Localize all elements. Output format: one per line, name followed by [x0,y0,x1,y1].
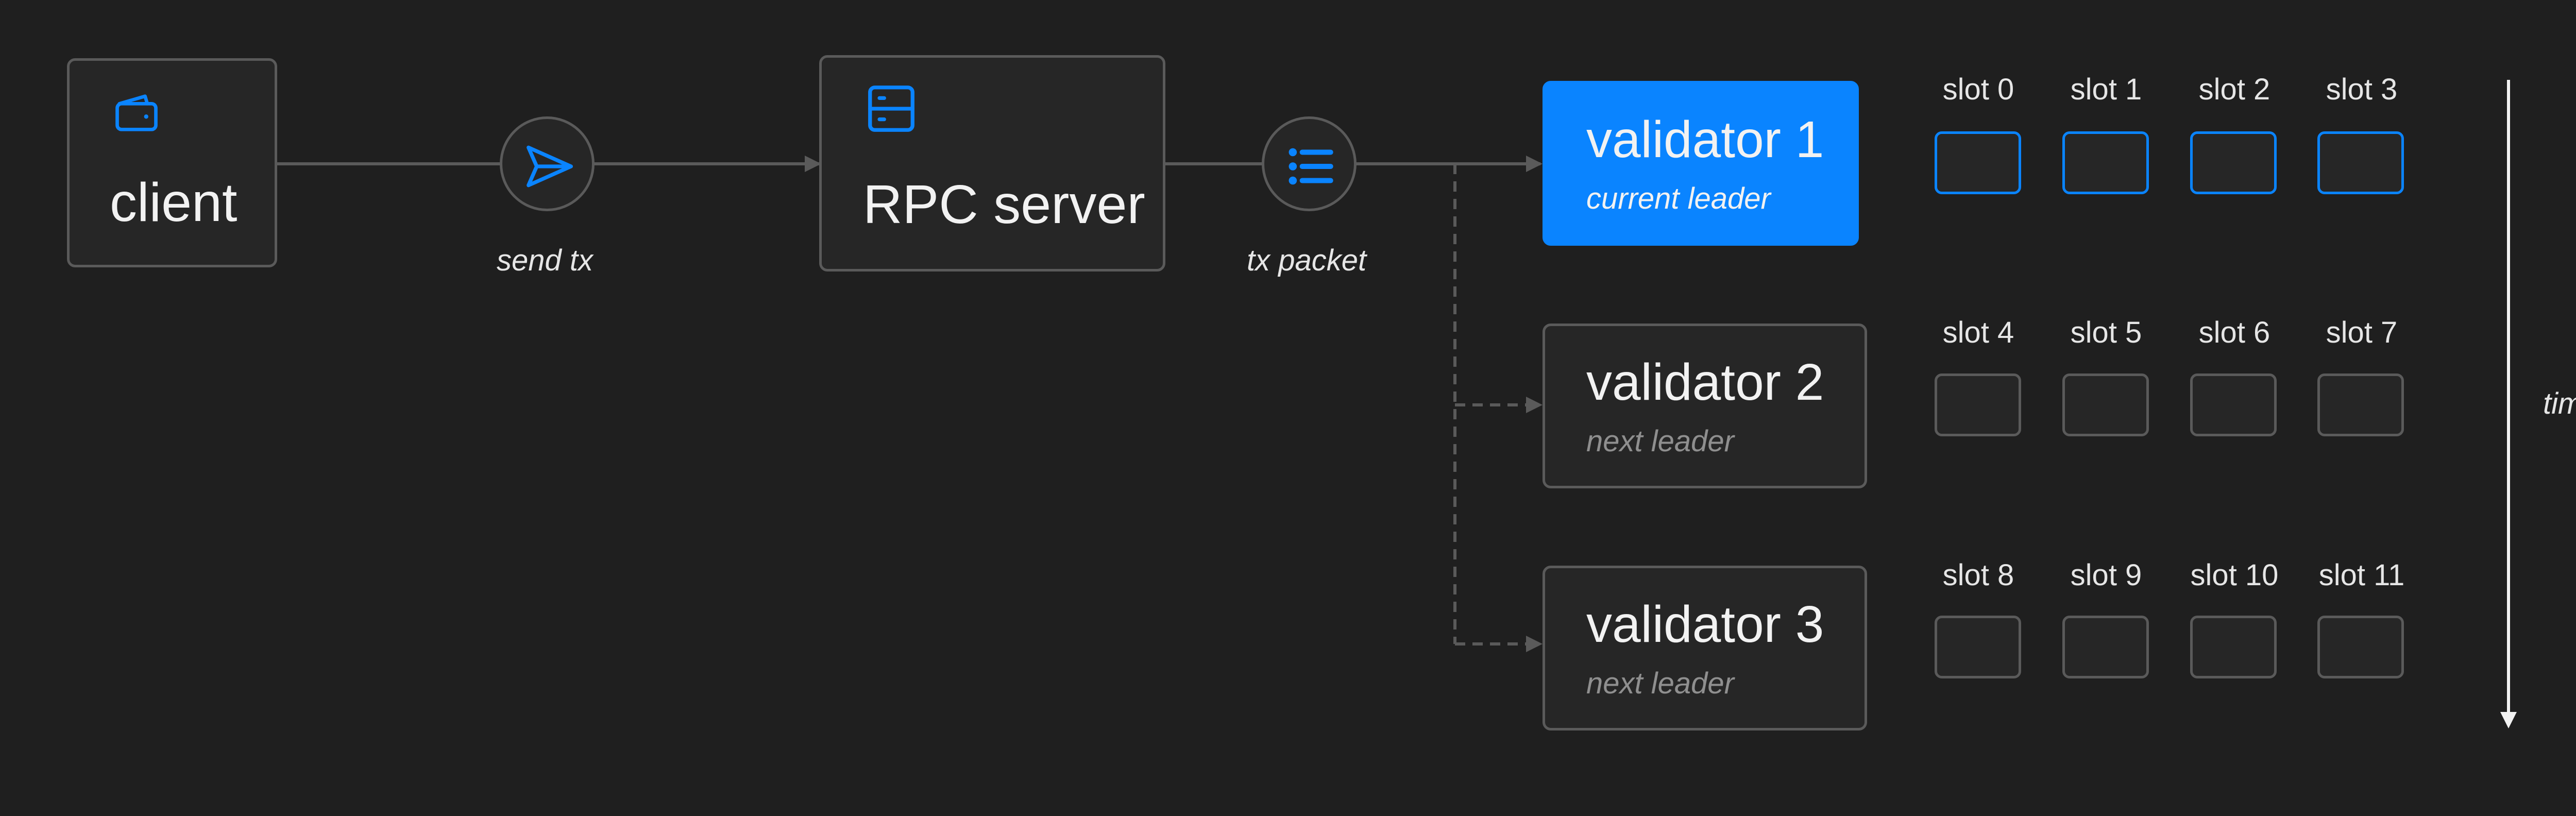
tx-packet-step [1262,116,1357,211]
tx-packet-caption: tx packet [1247,244,1367,277]
send-tx-caption: send tx [497,244,593,277]
validator-2-node: validator 2 next leader [1543,324,1867,488]
validator-2-title: validator 2 [1586,353,1824,411]
slot-box [2190,131,2277,194]
validator-1-title: validator 1 [1586,111,1824,168]
list-icon [1289,148,1333,185]
slot-box [2317,616,2404,678]
slot-box [2062,131,2149,194]
slot-label: slot 10 [2190,558,2279,592]
slot-box [2190,373,2277,436]
slot-box [1935,131,2021,194]
server-icon [863,80,920,140]
slot-label: slot 6 [2198,316,2270,349]
dashed-branch-validator3-arrowhead [1526,636,1543,652]
slot-label: slot 0 [1942,73,2014,106]
slot-box [2062,373,2149,436]
slot-box [2190,616,2277,678]
slot-label: slot 2 [2198,73,2270,106]
slot-label: slot 11 [2318,558,2405,592]
slot-box [2317,373,2404,436]
client-label: client [110,172,238,233]
slot-box [1935,616,2021,678]
send-icon [527,145,573,188]
slot-label: slot 1 [2070,73,2142,106]
wallet-icon [111,87,162,141]
slot-label: slot 4 [1942,316,2014,349]
rpc-server-label: RPC server [863,174,1145,235]
send-tx-step [500,116,595,211]
slot-label: slot 7 [2326,316,2398,349]
slot-box [2062,616,2149,678]
validator-1-node: validator 1 current leader [1543,81,1859,246]
validator-2-subtitle: next leader [1586,424,1734,458]
validator-3-title: validator 3 [1586,596,1824,653]
slot-label: slot 9 [2070,558,2142,592]
slot-label: slot 3 [2326,73,2398,106]
client-to-rpc-arrowhead [805,156,821,172]
dashed-branch-validator2-arrowhead [1526,397,1543,413]
rpc-server-node: RPC server [819,55,1165,271]
client-node: client [67,58,277,267]
slot-box [1935,373,2021,436]
rpc-to-validator1-arrowhead [1526,156,1543,172]
slot-label: slot 8 [1942,558,2014,592]
slot-box [2317,131,2404,194]
validator-1-subtitle: current leader [1586,182,1771,215]
time-label: time [2543,387,2576,420]
slot-label: slot 5 [2070,316,2142,349]
time-axis-arrowhead [2500,712,2517,728]
validator-3-node: validator 3 next leader [1543,566,1867,730]
validator-3-subtitle: next leader [1586,667,1734,700]
